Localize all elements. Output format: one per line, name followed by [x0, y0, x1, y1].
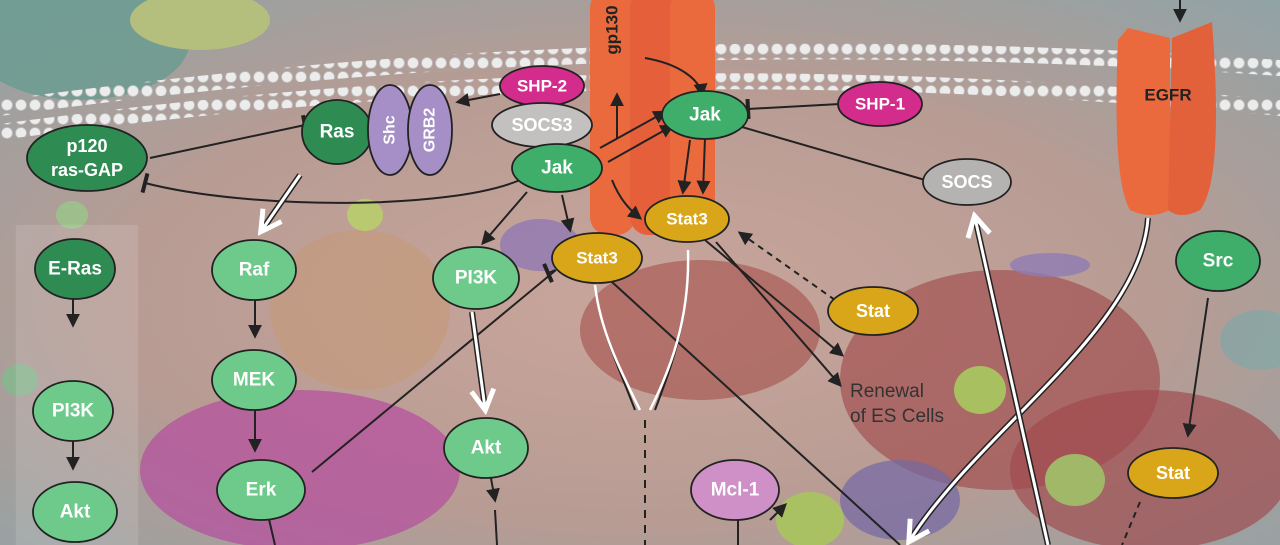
erk-node: Erk: [216, 459, 306, 521]
svg-text:PI3K: PI3K: [455, 268, 498, 289]
egfr-receptor: EGFR: [1116, 22, 1216, 215]
shp2-node: SHP-2: [499, 65, 585, 107]
svg-text:Akt: Akt: [60, 502, 91, 523]
grb2-node: GRB2: [407, 84, 453, 176]
eras-node: E-Ras: [34, 238, 116, 300]
pathway-nodes: p120 ras-GAP Ras Shc GRB2 SHP-2 SOCS3 Ja…: [26, 65, 1261, 543]
svg-text:SHP-1: SHP-1: [855, 95, 905, 114]
svg-text:Erk: Erk: [246, 480, 277, 501]
mek-node: MEK: [211, 349, 297, 411]
p120-line2: ras-GAP: [51, 160, 123, 180]
svg-text:SOCS3: SOCS3: [511, 115, 572, 135]
egfr-label: EGFR: [1144, 86, 1191, 105]
renewal-label: Renewal of ES Cells: [850, 381, 944, 427]
ras-node: Ras: [301, 99, 373, 165]
src-node: Src: [1175, 230, 1261, 292]
svg-text:Jak: Jak: [541, 158, 573, 179]
svg-text:Ras: Ras: [320, 122, 355, 143]
svg-text:Jak: Jak: [689, 105, 721, 126]
svg-text:Stat3: Stat3: [576, 249, 618, 268]
p120-ras-gap-node: p120 ras-GAP: [26, 124, 148, 192]
p120-line1: p120: [66, 136, 107, 156]
raf-node: Raf: [211, 239, 297, 301]
stat3-right-node: Stat3: [644, 195, 730, 243]
svg-text:Shc: Shc: [382, 115, 399, 144]
akt-left-node: Akt: [32, 481, 118, 543]
akt-mid-node: Akt: [443, 417, 529, 479]
stat3-left-node: Stat3: [551, 232, 643, 284]
shc-node: Shc: [367, 84, 413, 176]
jak-right-node: Jak: [661, 90, 749, 140]
shp1-node: SHP-1: [837, 81, 923, 127]
svg-text:Stat3: Stat3: [666, 210, 708, 229]
svg-text:Stat: Stat: [856, 301, 890, 321]
stat-right-node: Stat: [1127, 447, 1219, 499]
socs3-node: SOCS3: [491, 102, 593, 148]
jak-left-node: Jak: [511, 143, 603, 193]
svg-text:PI3K: PI3K: [52, 401, 95, 422]
svg-text:Stat: Stat: [1156, 463, 1190, 483]
pathway-edges: [66, 0, 1209, 545]
svg-text:Akt: Akt: [471, 438, 502, 459]
socs-node: SOCS: [922, 158, 1012, 206]
svg-text:GRB2: GRB2: [422, 108, 439, 153]
renewal-line1: Renewal: [850, 381, 924, 402]
svg-text:Raf: Raf: [239, 260, 270, 281]
svg-text:SOCS: SOCS: [941, 172, 992, 192]
svg-text:Src: Src: [1203, 251, 1234, 272]
renewal-line2: of ES Cells: [850, 406, 944, 427]
svg-text:E-Ras: E-Ras: [48, 259, 102, 280]
pi3k-left-node: PI3K: [32, 380, 114, 442]
stat-mid-node: Stat: [827, 286, 919, 336]
svg-text:SHP-2: SHP-2: [517, 77, 567, 96]
svg-text:MEK: MEK: [233, 370, 276, 391]
pi3k-mid-node: PI3K: [432, 246, 520, 310]
gp130-label: gp130: [603, 5, 622, 54]
translocation-arrows: [262, 173, 1151, 545]
mcl1-node: Mcl-1: [690, 459, 780, 521]
svg-text:Mcl-1: Mcl-1: [711, 480, 760, 501]
